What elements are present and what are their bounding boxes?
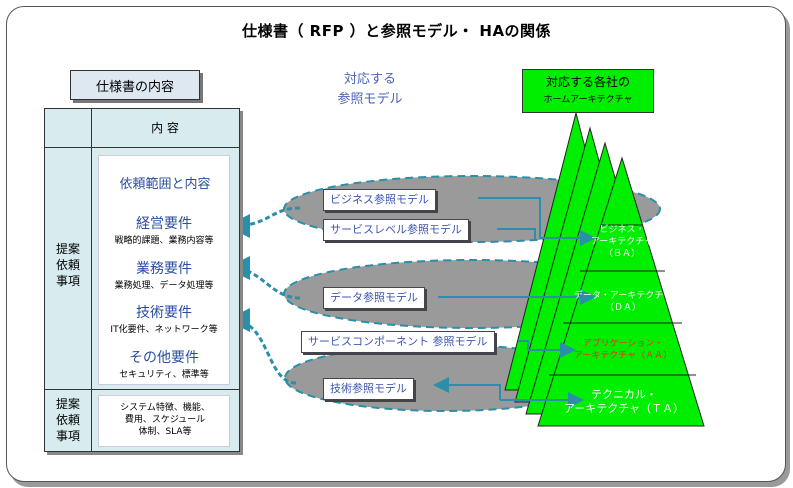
- layer-aa-line2: アーキテクチャ（ＡＡ）: [573, 351, 673, 361]
- proposal-item-1: システム特徴、機能、: [120, 403, 210, 413]
- row1-label-2: 依頼: [55, 258, 80, 272]
- proposal-items: システム特徴、機能、 費用、スケジュール 体制、SLA等: [91, 402, 239, 438]
- layer-business-architecture: ビジネス・ アーキテクチャ （ＢＡ）: [570, 224, 674, 260]
- curve-arrow-business: [226, 256, 301, 300]
- reference-model-data: データ参照モデル: [323, 287, 425, 309]
- requirement-other-title: その他要件: [129, 350, 199, 366]
- reference-model-service-level: サービスレベル参照モデル: [323, 219, 469, 241]
- row1-label-3: 事項: [55, 274, 80, 288]
- reference-model-header: 対応する 参照モデル: [320, 70, 420, 110]
- layer-da-line1: データ・アーキテクチャ: [573, 291, 673, 301]
- layer-ta-line2: アーキテクチャ（ＴＡ）: [563, 402, 685, 415]
- reference-model-service-component: サービスコンポーネント 参照モデル: [301, 331, 495, 353]
- request-scope: 依頼範囲と内容: [119, 177, 211, 192]
- spec-content-title: 仕様書の内容: [70, 70, 200, 100]
- curve-arrow-management: [226, 206, 301, 238]
- curve-arrow-technology: [226, 308, 297, 385]
- arrow-technology-back: [433, 377, 501, 400]
- row1-label: 提案 依頼 事項: [54, 241, 82, 289]
- requirements-panel: [98, 155, 230, 385]
- layer-application-architecture: アプリケーション・ アーキテクチャ（ＡＡ）: [560, 338, 686, 362]
- reference-model-header-line2: 参照モデル: [337, 92, 403, 107]
- arrow-service-component: [518, 340, 576, 358]
- proposal-item-3: 体制、SLA等: [138, 427, 192, 437]
- home-architecture-header: 対応する各社の ホームアーキテクチャ: [522, 69, 654, 113]
- requirement-other-detail: セキュリティ、標準等: [119, 370, 209, 380]
- arrow-business: [478, 197, 596, 246]
- requirement-management-detail: 戦略的課題、業務内容等: [114, 236, 214, 246]
- layer-ba-line1: ビジネス・: [599, 225, 645, 235]
- reference-model-technology: 技術参照モデル: [323, 378, 414, 400]
- layer-data-architecture: データ・アーキテクチャ （ＤＡ）: [565, 290, 681, 314]
- requirement-business-title: 業務要件: [136, 261, 192, 277]
- spec-content-table: 内 容 提案 依頼 事項 提案 依頼 事項 依頼範囲と内容 経営要件 戦略的課題…: [44, 108, 240, 452]
- table-content-header: 内 容: [151, 121, 179, 135]
- home-architecture-header-line1: 対応する各社の: [545, 75, 630, 89]
- home-architecture-header-line2: ホームアーキテクチャ: [543, 95, 633, 105]
- proposal-items-panel: [98, 395, 230, 447]
- reference-model-header-line1: 対応する: [343, 72, 396, 87]
- proposal-item-2: 費用、スケジュール: [124, 415, 206, 425]
- row2-label: 提案 依頼 事項: [54, 396, 82, 444]
- layer-ba-line2: アーキテクチャ: [590, 237, 654, 247]
- requirement-management-title: 経営要件: [136, 216, 192, 232]
- requirement-technical-title: 技術要件: [136, 305, 192, 321]
- row1-label-1: 提案: [55, 242, 80, 256]
- row2-label-3: 事項: [55, 429, 80, 443]
- arrow-service-level: [497, 228, 536, 240]
- layer-technical-architecture: テクニカル・ アーキテクチャ（ＴＡ）: [558, 388, 690, 416]
- diagram-title: 仕様書（ RFP ）と参照モデル・ HAの関係: [241, 22, 552, 40]
- layer-da-line2: （ＤＡ）: [604, 303, 641, 313]
- layer-ba-line3: （ＢＡ）: [603, 249, 640, 259]
- reference-model-business: ビジネス参照モデル: [323, 189, 436, 211]
- layer-ta-line1: テクニカル・: [591, 388, 657, 401]
- row2-label-2: 依頼: [55, 413, 80, 427]
- requirement-business-detail: 業務処理、データ処理等: [114, 281, 214, 291]
- layer-aa-line1: アプリケーション・: [582, 339, 664, 349]
- requirement-technical-detail: IT化要件、ネットワーク等: [110, 325, 218, 335]
- row2-label-1: 提案: [55, 397, 80, 411]
